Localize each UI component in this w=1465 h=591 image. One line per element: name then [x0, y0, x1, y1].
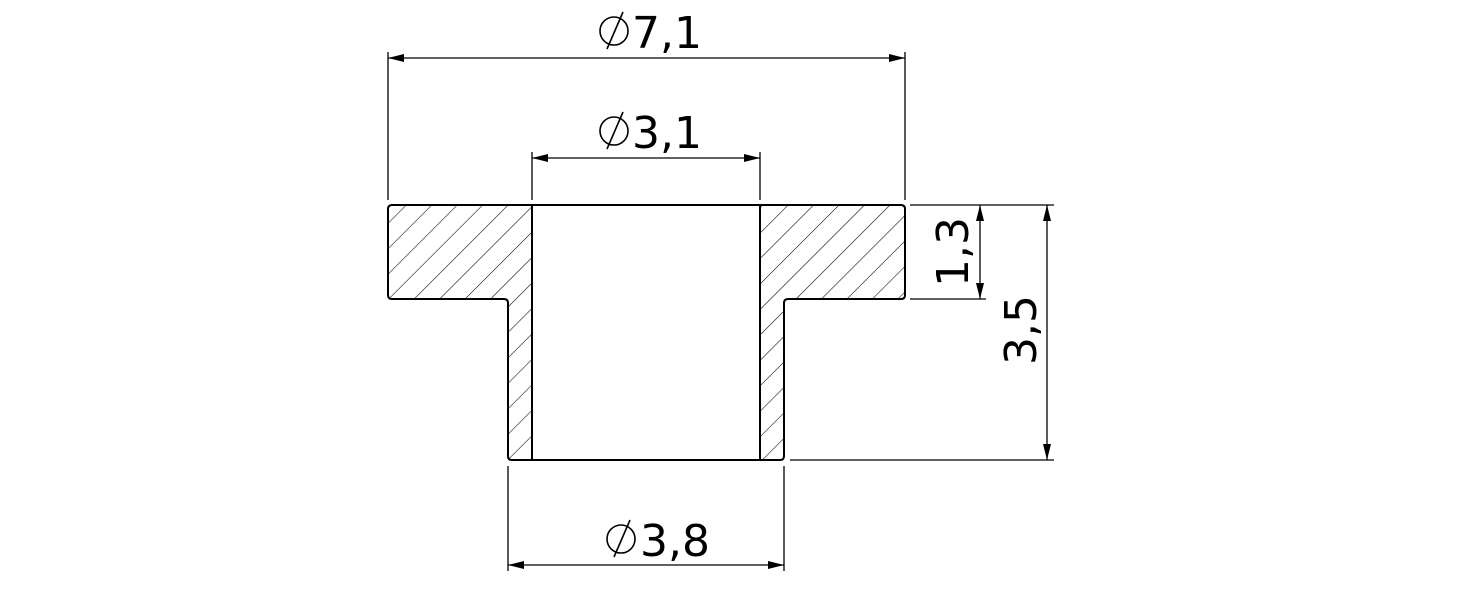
left-section-fill	[388, 205, 532, 460]
arrow-head	[976, 283, 984, 299]
arrow-head	[508, 561, 524, 569]
arrow-head	[1043, 205, 1051, 221]
arrow-head	[768, 561, 784, 569]
dimension-value: 3,5	[996, 295, 1047, 365]
arrow-head	[532, 154, 548, 162]
dim-sleeve-diameter: 3,8	[507, 466, 785, 571]
arrow-head	[976, 205, 984, 221]
right-section-fill	[760, 205, 905, 460]
arrow-head	[388, 54, 404, 62]
dimension-value: 3,1	[632, 108, 702, 159]
diameter-symbol-icon	[599, 11, 629, 50]
dim-outer-diameter: 7,1	[387, 8, 906, 200]
dimension-value: 1,3	[928, 217, 979, 287]
dimension-value: 3,8	[640, 516, 710, 567]
arrow-head	[1043, 444, 1051, 460]
dim-bore-diameter: 3,1	[531, 108, 761, 200]
dimension-value: 7,1	[632, 8, 702, 59]
arrow-head	[889, 54, 905, 62]
arrow-head	[744, 154, 760, 162]
section-left	[387, 204, 533, 461]
dim-overall-height: 3,5	[790, 204, 1054, 461]
right-section-outline	[759, 204, 906, 461]
dim-flange-thickness: 1,3	[910, 204, 986, 300]
diameter-symbol-icon	[606, 519, 636, 558]
section-right	[759, 204, 906, 461]
left-section-outline	[387, 204, 533, 461]
diameter-symbol-icon	[599, 111, 629, 150]
